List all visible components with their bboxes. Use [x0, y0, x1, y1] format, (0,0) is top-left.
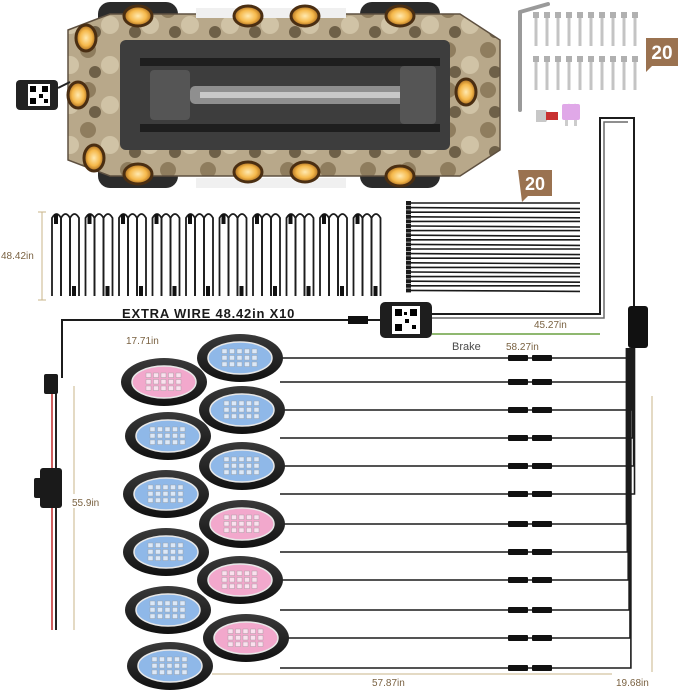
bluetooth-controller [380, 302, 432, 338]
extra-wire-bundle [51, 213, 382, 296]
controller-box-small [16, 80, 71, 110]
wiring-harness [51, 117, 648, 671]
power-lead-length: 55.9in [72, 498, 99, 509]
extra-wire-height: 48.42in [1, 251, 34, 262]
hardware-count: 20 [651, 43, 672, 64]
hex-key-icon [518, 2, 550, 112]
right-drop-dimension: 19.68in [616, 396, 653, 689]
qr-code-icon [392, 306, 420, 334]
left-lead-length: 17.71in [126, 336, 159, 347]
power-lead-dimension: 55.9in [70, 386, 106, 630]
right-drop-length: 19.68in [616, 678, 649, 689]
vehicle-underbody [66, 2, 501, 188]
zip-tie-count: 20 [525, 174, 545, 194]
zip-ties [406, 201, 581, 293]
fuse-icon [562, 104, 580, 126]
controller-to-brake-length: 45.27in [534, 320, 567, 331]
inline-fuse-holder [34, 374, 62, 508]
qr-code-icon [28, 84, 50, 106]
screw-set [533, 12, 638, 90]
hardware-count-badge: 20 [646, 38, 678, 72]
rock-light-pods [121, 334, 289, 690]
extra-wire-caption: EXTRA WIRE 48.42in X10 [122, 306, 295, 321]
extra-wire-dimension: 48.42in [0, 211, 46, 301]
bus-length: 58.27in [506, 342, 539, 353]
brake-wire-label: Brake [452, 341, 481, 353]
bottom-dimension: 57.87in [212, 673, 612, 690]
hardware-kit [518, 2, 638, 126]
vehicle-lights [66, 4, 478, 188]
zip-tie-count-badge: 20 [518, 170, 552, 202]
bottom-length: 57.87in [372, 678, 405, 689]
